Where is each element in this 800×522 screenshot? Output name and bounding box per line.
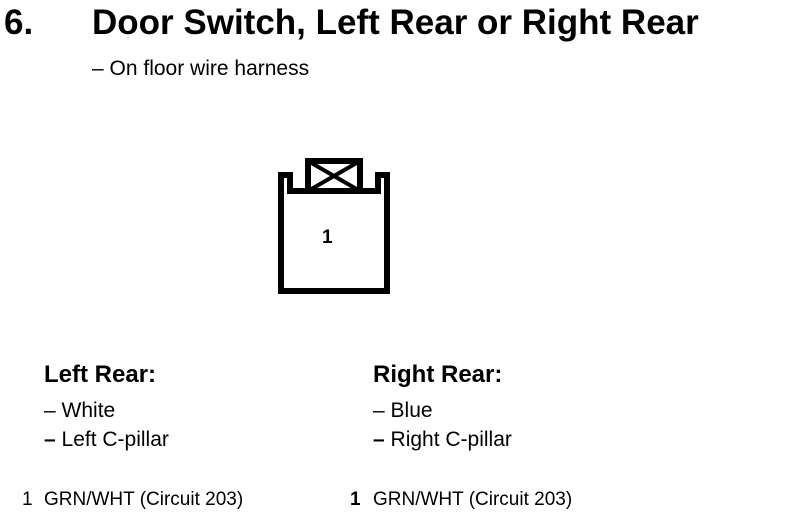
left-rear-color-dash: – bbox=[44, 399, 56, 422]
section-number: 6. bbox=[4, 3, 34, 42]
connector-face-icon bbox=[278, 158, 390, 294]
right-pin-number: 1 bbox=[350, 489, 361, 510]
left-rear-color-text: White bbox=[55, 399, 116, 422]
right-rear-location-dash: – bbox=[373, 428, 385, 451]
connector-pin-label: 1 bbox=[322, 227, 333, 248]
left-rear-location-dash: – bbox=[44, 428, 56, 451]
right-pin-description: GRN/WHT (Circuit 203) bbox=[373, 489, 573, 510]
left-rear-color: – White bbox=[44, 398, 115, 424]
left-rear-location: – Left C-pillar bbox=[44, 427, 169, 453]
left-rear-location-text: Left C-pillar bbox=[55, 428, 169, 451]
right-rear-color-text: Blue bbox=[384, 399, 433, 422]
section-subtitle: – On floor wire harness bbox=[92, 57, 310, 80]
right-rear-location-text: Right C-pillar bbox=[384, 428, 512, 451]
left-pin-number: 1 bbox=[22, 489, 33, 510]
right-rear-heading: Right Rear: bbox=[373, 361, 503, 388]
right-rear-color: – Blue bbox=[373, 398, 433, 424]
section-title: Door Switch, Left Rear or Right Rear bbox=[92, 3, 699, 42]
left-pin-description: GRN/WHT (Circuit 203) bbox=[44, 489, 244, 510]
right-rear-color-dash: – bbox=[373, 399, 385, 422]
right-rear-location: – Right C-pillar bbox=[373, 427, 512, 453]
left-rear-heading: Left Rear: bbox=[44, 361, 157, 388]
